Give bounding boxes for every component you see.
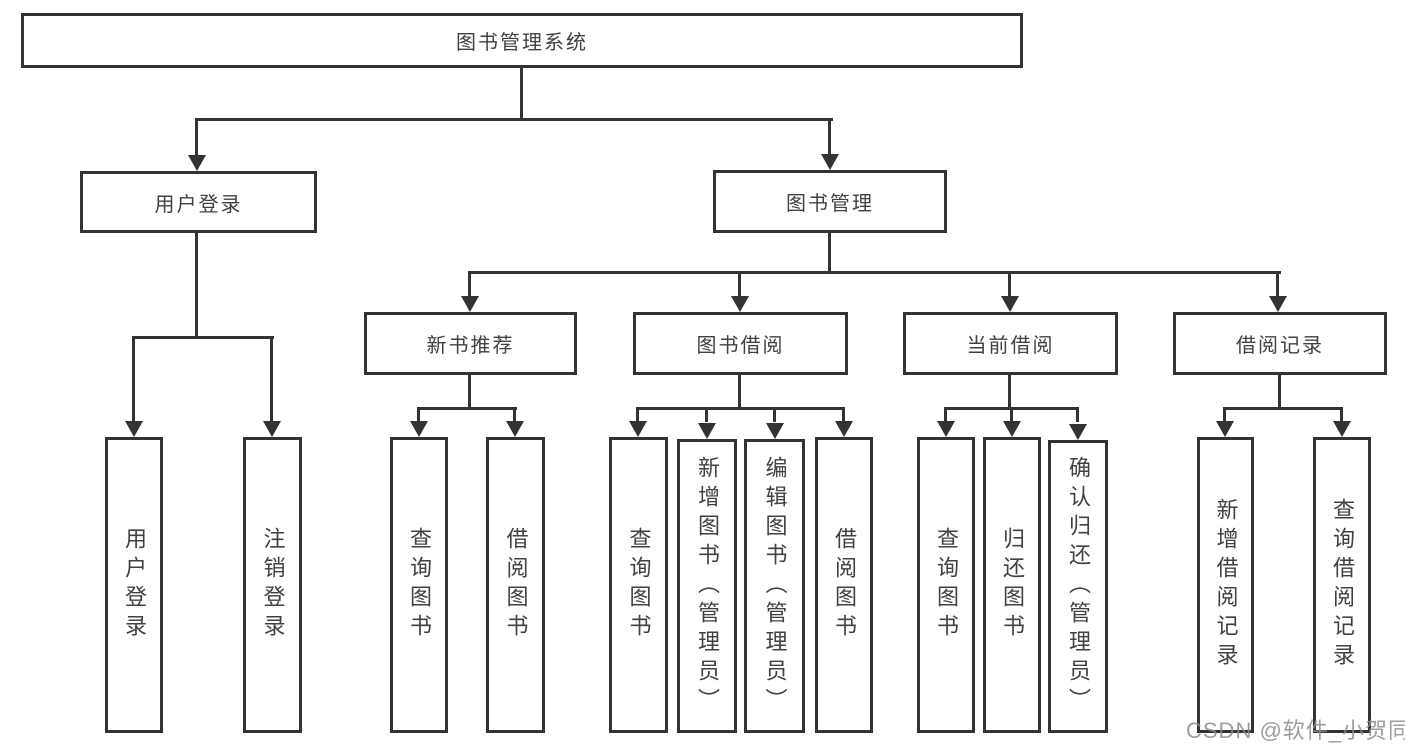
arrowhead-down-icon bbox=[410, 421, 428, 437]
node-label: 新书推荐 bbox=[426, 335, 515, 357]
connector-vline-to-user-login bbox=[195, 118, 198, 158]
connector-vline-leaf bbox=[513, 407, 516, 422]
leaf-borrow-books: 借阅图书 bbox=[815, 437, 873, 733]
connector-vline-leaf bbox=[1276, 271, 1279, 298]
node-label: 图书管理 bbox=[786, 193, 874, 215]
csdn-watermark: CSDN @软件_小贺同学 bbox=[1186, 718, 1405, 743]
connector-vline-user-login bbox=[195, 233, 198, 339]
connector-vline-leaf bbox=[1340, 407, 1343, 422]
arrowhead-down-icon bbox=[821, 154, 839, 170]
arrowhead-down-icon bbox=[629, 421, 647, 437]
node-label: 归还图书 bbox=[1000, 527, 1025, 643]
connector-vline-leaf bbox=[468, 271, 471, 298]
node-user-login: 用户登录 bbox=[80, 171, 317, 233]
arrowhead-down-icon bbox=[698, 423, 716, 439]
node-label: 编辑图书（管理员） bbox=[762, 455, 788, 717]
node-label: 新增图书（管理员） bbox=[695, 455, 720, 717]
connector-hline-borrow-records-split bbox=[1223, 407, 1343, 410]
node-current-borrow: 当前借阅 bbox=[903, 312, 1118, 375]
connector-vline-leaf bbox=[1008, 271, 1011, 298]
arrowhead-down-icon bbox=[835, 421, 853, 437]
leaf-confirm-return-admin: 确认归还（管理员） bbox=[1048, 440, 1108, 733]
connector-hline-book-mgmt-split bbox=[468, 271, 1281, 274]
node-root: 图书管理系统 bbox=[21, 13, 1023, 68]
connector-vline-leaf bbox=[132, 336, 135, 422]
leaf-logout: 注销登录 bbox=[243, 437, 302, 733]
node-label: 确认归还（管理员） bbox=[1066, 456, 1091, 717]
connector-hline-book-borrow-split bbox=[636, 407, 845, 410]
node-new-book-recommend: 新书推荐 bbox=[364, 312, 577, 375]
connector-vline-root bbox=[520, 66, 523, 121]
leaf-query-books-current: 查询图书 bbox=[917, 437, 975, 733]
connector-vline-new-book bbox=[468, 375, 471, 409]
node-label: 查询图书 bbox=[934, 527, 959, 643]
leaf-edit-books-admin: 编辑图书（管理员） bbox=[744, 439, 805, 733]
arrowhead-down-icon bbox=[1069, 424, 1087, 440]
node-label: 图书借阅 bbox=[696, 335, 785, 357]
connector-vline-borrow-records bbox=[1278, 375, 1281, 409]
connector-vline-leaf bbox=[738, 271, 741, 298]
arrowhead-down-icon bbox=[1216, 421, 1234, 437]
node-label: 查询图书 bbox=[407, 527, 432, 643]
leaf-query-books-recommend: 查询图书 bbox=[390, 437, 448, 733]
node-label: 当前借阅 bbox=[966, 335, 1055, 357]
connector-vline-book-borrow bbox=[738, 375, 741, 409]
leaf-query-borrow-record: 查询借阅记录 bbox=[1313, 437, 1371, 733]
arrowhead-down-icon bbox=[461, 296, 479, 312]
connector-vline-leaf bbox=[270, 336, 273, 422]
connector-vline-current-borrow bbox=[1008, 375, 1011, 409]
connector-vline-leaf bbox=[1223, 407, 1226, 422]
node-label: 用户登录 bbox=[154, 193, 243, 216]
connector-vline-leaf bbox=[842, 407, 845, 422]
node-label: 新增借阅记录 bbox=[1213, 498, 1239, 672]
connector-vline-book-mgmt bbox=[828, 233, 831, 274]
arrowhead-down-icon bbox=[1001, 296, 1019, 312]
leaf-add-books-admin: 新增图书（管理员） bbox=[677, 439, 737, 733]
arrowhead-down-icon bbox=[766, 423, 784, 439]
arrowhead-down-icon bbox=[188, 155, 206, 171]
node-label: 借阅记录 bbox=[1236, 335, 1324, 357]
leaf-query-books-borrow: 查询图书 bbox=[609, 437, 668, 733]
arrowhead-down-icon bbox=[263, 421, 281, 437]
node-borrow-records: 借阅记录 bbox=[1173, 312, 1387, 375]
leaf-user-login: 用户登录 bbox=[105, 437, 163, 733]
arrowhead-down-icon bbox=[937, 421, 955, 437]
leaf-add-borrow-record: 新增借阅记录 bbox=[1197, 437, 1254, 733]
node-label: 查询借阅记录 bbox=[1330, 498, 1355, 672]
connector-hline-new-book-split bbox=[417, 407, 517, 410]
arrowhead-down-icon bbox=[1333, 421, 1351, 437]
node-label: 注销登录 bbox=[260, 527, 286, 643]
connector-vline-to-book-mgmt bbox=[828, 118, 831, 158]
node-label: 借阅图书 bbox=[832, 527, 857, 643]
connector-vline-leaf bbox=[773, 407, 776, 422]
arrowhead-down-icon bbox=[125, 421, 143, 437]
connector-vline-leaf bbox=[636, 407, 639, 422]
node-label: 借阅图书 bbox=[503, 527, 529, 643]
node-label: 图书管理系统 bbox=[456, 32, 588, 54]
arrowhead-down-icon bbox=[731, 296, 749, 312]
connector-vline-leaf bbox=[1076, 407, 1079, 422]
node-book-management: 图书管理 bbox=[713, 170, 947, 233]
node-label: 查询图书 bbox=[626, 527, 652, 643]
arrowhead-down-icon bbox=[506, 421, 524, 437]
connector-vline-leaf bbox=[705, 407, 708, 422]
node-label: 用户登录 bbox=[122, 527, 147, 643]
connector-hline-user-login-split bbox=[132, 336, 274, 339]
connector-vline-leaf bbox=[944, 407, 947, 422]
arrowhead-down-icon bbox=[1003, 421, 1021, 437]
leaf-borrow-books-recommend: 借阅图书 bbox=[486, 437, 545, 733]
connector-vline-leaf bbox=[417, 407, 420, 422]
connector-vline-leaf bbox=[1010, 407, 1013, 422]
leaf-return-books: 归还图书 bbox=[983, 437, 1041, 733]
connector-hline-root-split bbox=[195, 118, 833, 121]
node-book-borrow: 图书借阅 bbox=[633, 312, 848, 375]
arrowhead-down-icon bbox=[1269, 296, 1287, 312]
